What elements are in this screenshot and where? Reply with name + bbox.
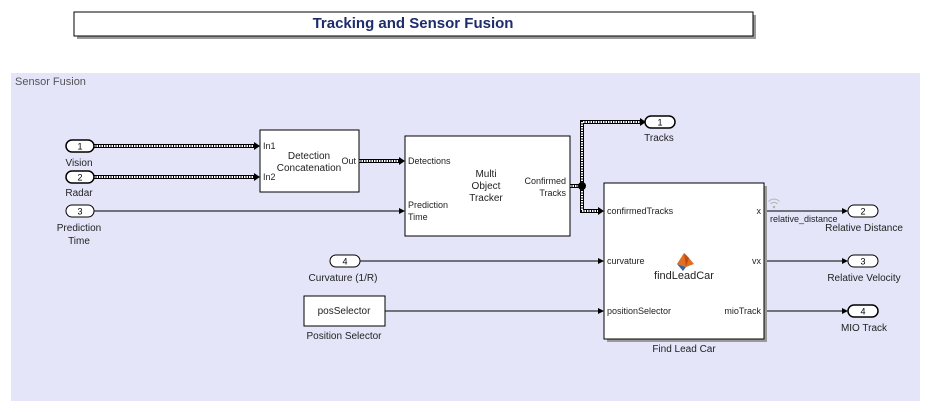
outport-number: 3 bbox=[860, 257, 865, 267]
inport-number: 4 bbox=[342, 257, 347, 267]
inport-label: Time bbox=[68, 236, 90, 247]
block-name: Concatenation bbox=[277, 163, 342, 174]
inport-vision[interactable]: 1 Vision bbox=[65, 139, 95, 169]
inport-number: 2 bbox=[77, 173, 82, 183]
branch-point bbox=[578, 182, 586, 190]
port-label-in1: In1 bbox=[263, 141, 276, 151]
wire-position-selector[interactable] bbox=[385, 308, 604, 314]
inport-number: 1 bbox=[77, 142, 82, 152]
wire-prediction-time[interactable] bbox=[94, 208, 405, 214]
port-label-curvature: curvature bbox=[607, 256, 645, 266]
port-label-prediction-time: Time bbox=[408, 212, 428, 222]
outport-label: Tracks bbox=[644, 133, 674, 144]
wire-radar-bus[interactable] bbox=[94, 173, 260, 181]
port-label-mio-track: mioTrack bbox=[724, 306, 761, 316]
outport-label: Relative Velocity bbox=[827, 273, 900, 284]
function-name: findLeadCar bbox=[654, 270, 714, 282]
port-label-detections: Detections bbox=[408, 156, 451, 166]
wire-detections-bus[interactable] bbox=[359, 157, 405, 165]
wire-mio-track[interactable] bbox=[765, 308, 848, 314]
inport-radar[interactable]: 2 Radar bbox=[65, 170, 95, 199]
block-name: Object bbox=[472, 181, 501, 192]
block-caption: Find Lead Car bbox=[652, 344, 716, 355]
inport-curvature[interactable]: 4 Curvature (1/R) bbox=[309, 254, 378, 284]
inport-label: Prediction bbox=[57, 223, 101, 234]
wire-relative-velocity[interactable] bbox=[765, 258, 848, 264]
block-name: Multi bbox=[475, 169, 496, 180]
detection-concatenation-block[interactable]: In1 In2 Out Detection Concatenation bbox=[259, 129, 360, 193]
outport-relative-distance[interactable]: 2 Relative Distance bbox=[825, 204, 903, 234]
outport-label: MIO Track bbox=[841, 323, 888, 334]
find-lead-car-block[interactable]: confirmedTracks curvature positionSelect… bbox=[603, 182, 767, 355]
wire-curvature[interactable] bbox=[360, 258, 604, 264]
port-label-confirmed-tracks: Tracks bbox=[539, 188, 566, 198]
outport-number: 4 bbox=[860, 307, 865, 317]
wire-confirmed-tracks-bus[interactable] bbox=[570, 118, 646, 215]
multi-object-tracker-block[interactable]: Detections Prediction Time Multi Object … bbox=[404, 135, 571, 237]
title-banner[interactable]: Tracking and Sensor Fusion bbox=[73, 11, 756, 39]
port-label-confirmed-tracks: Confirmed bbox=[524, 176, 566, 186]
sensor-fusion-area[interactable]: Sensor Fusion bbox=[11, 73, 920, 401]
port-label-x: x bbox=[757, 206, 762, 216]
area-label: Sensor Fusion bbox=[15, 76, 86, 88]
page-title: Tracking and Sensor Fusion bbox=[313, 15, 514, 32]
outport-number: 2 bbox=[860, 207, 865, 217]
outport-mio-track[interactable]: 4 MIO Track bbox=[841, 304, 888, 334]
inport-label: Radar bbox=[65, 188, 93, 199]
title-box bbox=[73, 11, 754, 37]
inport-label: Curvature (1/R) bbox=[309, 273, 378, 284]
constant-value: posSelector bbox=[318, 306, 371, 317]
position-selector-block[interactable]: posSelector Position Selector bbox=[303, 295, 386, 342]
wire-vision-bus[interactable] bbox=[94, 142, 260, 150]
wire-relative-distance[interactable] bbox=[765, 208, 848, 214]
inport-label: Vision bbox=[65, 158, 92, 169]
port-label-vx: vx bbox=[752, 256, 762, 266]
block-name: Tracker bbox=[469, 193, 503, 204]
port-label-in2: In2 bbox=[263, 172, 276, 182]
outport-number: 1 bbox=[657, 118, 662, 128]
area-background bbox=[11, 73, 920, 401]
port-label-confirmed-tracks: confirmedTracks bbox=[607, 206, 674, 216]
matlab-function-icon bbox=[677, 253, 694, 271]
block-caption: Position Selector bbox=[306, 331, 382, 342]
port-label-out: Out bbox=[341, 156, 356, 166]
signal-logging-icon[interactable] bbox=[768, 198, 780, 209]
outport-relative-velocity[interactable]: 3 Relative Velocity bbox=[827, 254, 901, 284]
inport-number: 3 bbox=[77, 207, 82, 217]
signal-label-relative-distance: relative_distance bbox=[770, 214, 838, 224]
port-label-prediction-time: Prediction bbox=[408, 200, 448, 210]
outport-tracks[interactable]: 1 Tracks bbox=[644, 115, 676, 144]
outport-label: Relative Distance bbox=[825, 223, 903, 234]
block-name: Detection bbox=[288, 151, 330, 162]
inport-prediction-time[interactable]: 3 Prediction Time bbox=[57, 204, 101, 247]
port-label-position-selector: positionSelector bbox=[607, 306, 671, 316]
